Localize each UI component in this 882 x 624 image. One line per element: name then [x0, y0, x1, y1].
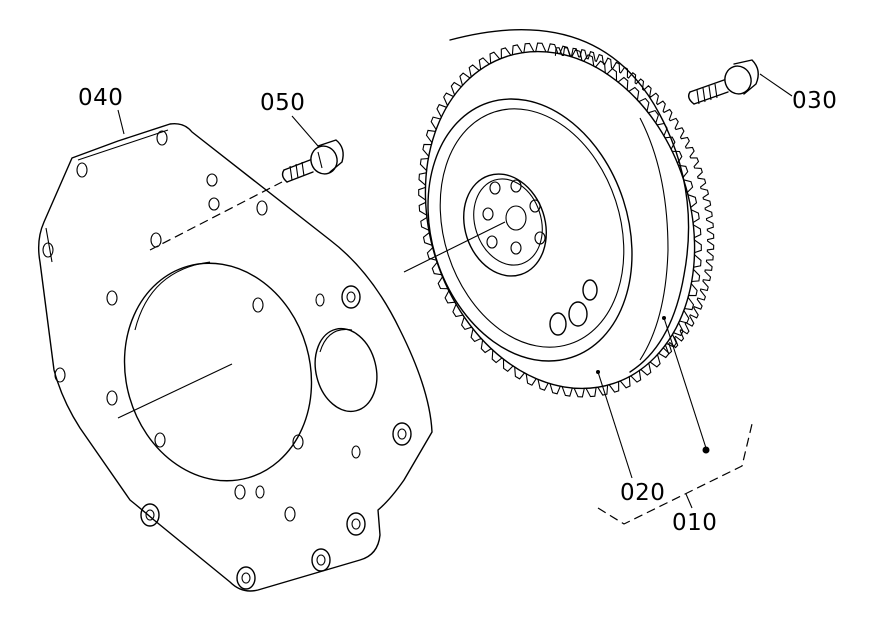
- leader-lines: [117, 73, 793, 525]
- end-plate: [37, 122, 433, 592]
- ring-gear-teeth: [418, 42, 702, 398]
- callout-030: 030: [792, 88, 837, 114]
- flywheel-bolt: [687, 59, 759, 105]
- ring-gear-side-teeth: [554, 47, 715, 355]
- callout-050: 050: [260, 90, 305, 116]
- callout-020: 020: [620, 480, 665, 506]
- callout-040: 040: [78, 85, 123, 111]
- boss-holes: [140, 285, 412, 590]
- assembly-line-050: [149, 181, 283, 251]
- plate-bolt: [281, 139, 344, 183]
- callout-010: 010: [672, 510, 717, 536]
- flywheel: [403, 29, 715, 398]
- leader-dot: [702, 446, 710, 454]
